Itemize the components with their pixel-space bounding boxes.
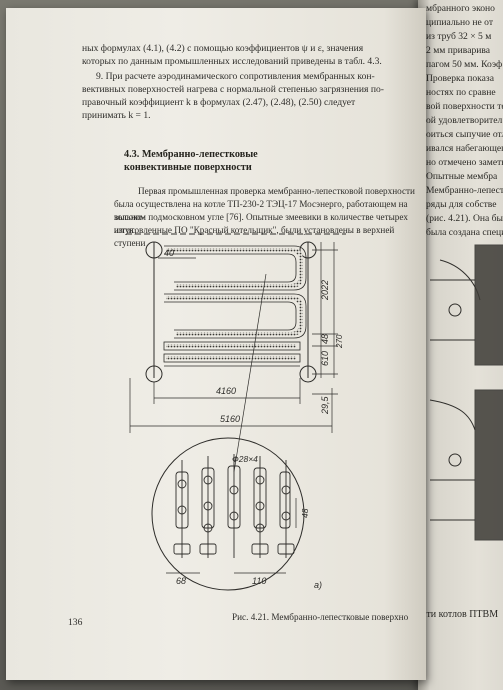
- text-line: вективных поверхностей нагрева с нормаль…: [82, 84, 384, 95]
- next-page-line: пагом 50 мм. Коэф: [426, 59, 503, 70]
- dim-110: 110: [252, 576, 266, 586]
- text-line: принимать k = 1.: [82, 110, 151, 121]
- dim-48-detail: 48: [300, 508, 310, 518]
- figure-part-label: а): [314, 580, 322, 590]
- page-number: 136: [68, 617, 83, 628]
- next-page-line: ивался набегающего п: [426, 143, 503, 154]
- dim-29-5: 29,5: [320, 395, 330, 415]
- dim-610: 610: [320, 351, 330, 366]
- figure-caption: Рис. 4.21. Мембранно-лепестковые поверхн…: [232, 612, 409, 622]
- text-line: которых по данным промышленных исследова…: [82, 56, 382, 67]
- dim-48: 48: [320, 334, 330, 344]
- text-line: ных формулах (4.1), (4.2) с помощью коэф…: [82, 43, 364, 54]
- text-line: 9. При расчете аэродинамического сопроти…: [96, 71, 375, 82]
- next-page-figure: [429, 244, 503, 541]
- dim-pipe-diameter: Ф28×4: [232, 454, 258, 464]
- dim-2022: 2022: [320, 280, 330, 301]
- dim-68: 68: [176, 576, 186, 586]
- next-page-line: вой поверхности те: [426, 101, 503, 112]
- section-heading: 4.3. Мембранно-лепестковые: [124, 149, 258, 160]
- dim-5160: 5160: [220, 414, 240, 424]
- dim-40: 40: [164, 248, 174, 258]
- text-line: правочный коэффициент k в формулах (2.47…: [82, 97, 356, 108]
- technical-drawing: 40 2022 48 610 270 4160 29,5 5160 Ф28×4 …: [126, 233, 346, 591]
- next-page-line: Опытные мембра: [426, 171, 498, 182]
- dimension-labels: 40 2022 48 610 270 4160 29,5 5160 Ф28×4 …: [164, 248, 344, 590]
- next-page-line: но отмечено заметн: [426, 157, 503, 168]
- next-page-line: Проверка показа: [426, 73, 494, 84]
- detail-view-circle: [151, 437, 305, 591]
- next-page-line: оиться сыпучие отл: [426, 129, 503, 140]
- next-page-line: была создана специ: [426, 227, 503, 238]
- section-heading: конвективные поверхности: [124, 162, 252, 173]
- text-line: изготовленные ПО "Красный котельщик", бы…: [114, 225, 395, 248]
- header-pipe-tl: [145, 241, 163, 259]
- next-page-line: ой удовлетворител: [426, 115, 503, 126]
- dim-4160: 4160: [216, 386, 236, 396]
- membrane-coils: [166, 248, 303, 360]
- next-page-line: 2 мм приварива: [426, 45, 491, 56]
- next-page-line: (рис. 4.21). Она бы: [426, 213, 503, 224]
- next-page-line: Мембранно-лепест: [426, 185, 503, 196]
- next-page-line: ностях по сравне: [426, 87, 496, 98]
- book-page: ных формулах (4.1), (4.2) с помощью коэф…: [6, 8, 426, 680]
- next-page-caption: сти котлов ПТВМ: [422, 609, 499, 620]
- next-page-line: из труб 32 × 5 м: [426, 31, 492, 42]
- text-line: была осуществлена на котле ТП-230-2 ТЭЦ-…: [114, 199, 408, 222]
- next-page: мбранного эконо ципиально не от из труб …: [418, 0, 503, 690]
- dim-270: 270: [335, 334, 344, 349]
- next-page-line: ряды для собстве: [426, 199, 497, 210]
- text-line: Первая промышленная проверка мембранно-л…: [138, 186, 415, 196]
- next-page-line: мбранного эконо: [426, 3, 495, 14]
- text-line: зольном подмосковном угле [76]. Опытные …: [114, 212, 408, 235]
- next-page-line: ципиально не от: [426, 17, 494, 28]
